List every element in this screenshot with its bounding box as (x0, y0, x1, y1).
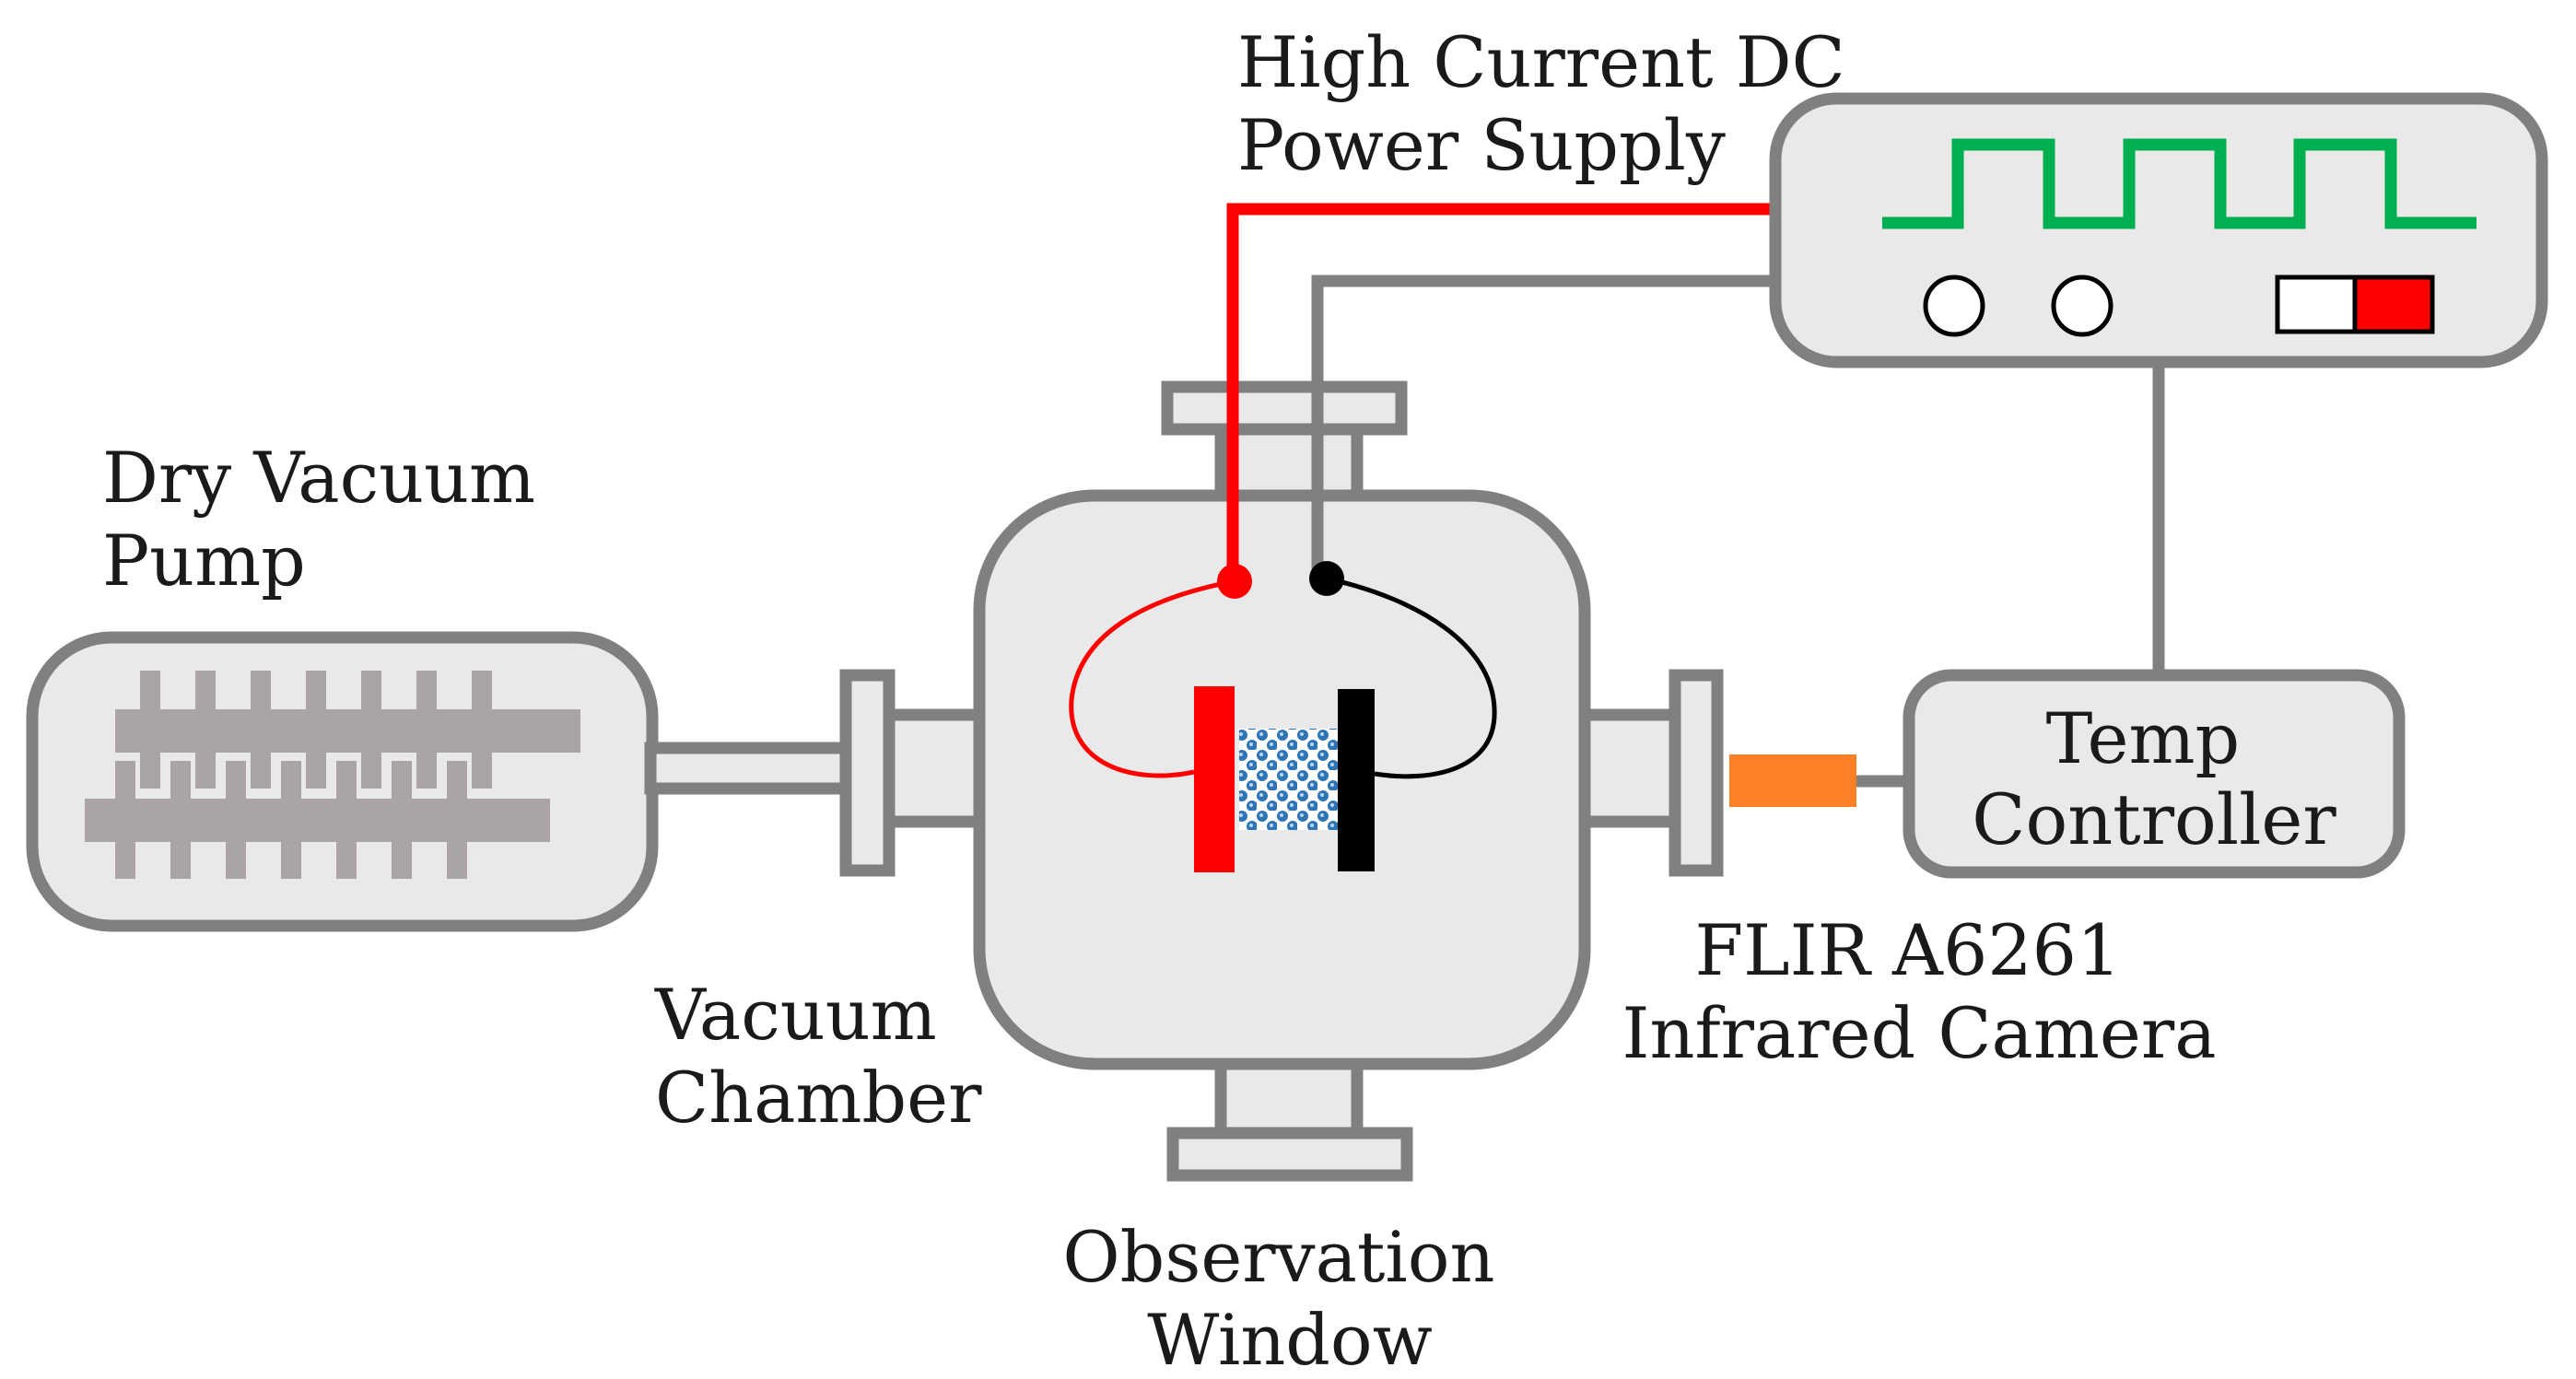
right-port-neck (1578, 708, 1681, 828)
positive-electrode (1194, 686, 1235, 872)
infrared-camera (1729, 754, 1856, 807)
right-port-flange (1669, 669, 1724, 877)
negative-lead-internal (1326, 576, 1497, 779)
negative-terminal (1309, 561, 1344, 596)
pump-rotor-bottom (85, 761, 550, 879)
dc-power-supply (1769, 92, 2548, 675)
controller-label: Temp Controller (1972, 697, 2336, 860)
observation-window-flange (1166, 1127, 1413, 1182)
temp-controller (1903, 669, 2406, 879)
sample-assembly (1194, 686, 1375, 872)
knob-icon (2051, 275, 2113, 337)
knob-icon (1923, 275, 1985, 337)
left-port-neck (883, 708, 986, 828)
positive-lead-internal (1069, 578, 1235, 778)
square-wave-icon (1882, 138, 2476, 229)
pump-label: Dry Vacuum Pump (102, 437, 557, 602)
chamber-label: Vacuum Chamber (654, 974, 982, 1139)
positive-supply-cable (1226, 203, 1775, 580)
pump-rotor-top (115, 671, 580, 789)
observation-window-label: Observation Window (1062, 1216, 1516, 1379)
positive-terminal (1217, 564, 1252, 599)
power-supply-label: High Current DC Power Supply (1237, 21, 1868, 186)
left-port-flange (839, 669, 896, 877)
top-port-flange (1161, 380, 1408, 436)
toggle-switch-icon (2275, 275, 2435, 334)
sense-cable (1311, 275, 1775, 578)
camera-label: FLIR A6261 Infrared Camera (1622, 909, 2217, 1074)
observation-window-neck (1214, 1051, 1364, 1139)
vacuum-line (644, 742, 852, 795)
negative-electrode (1338, 689, 1375, 871)
sample (1239, 729, 1341, 830)
dry-vacuum-pump (26, 631, 659, 932)
